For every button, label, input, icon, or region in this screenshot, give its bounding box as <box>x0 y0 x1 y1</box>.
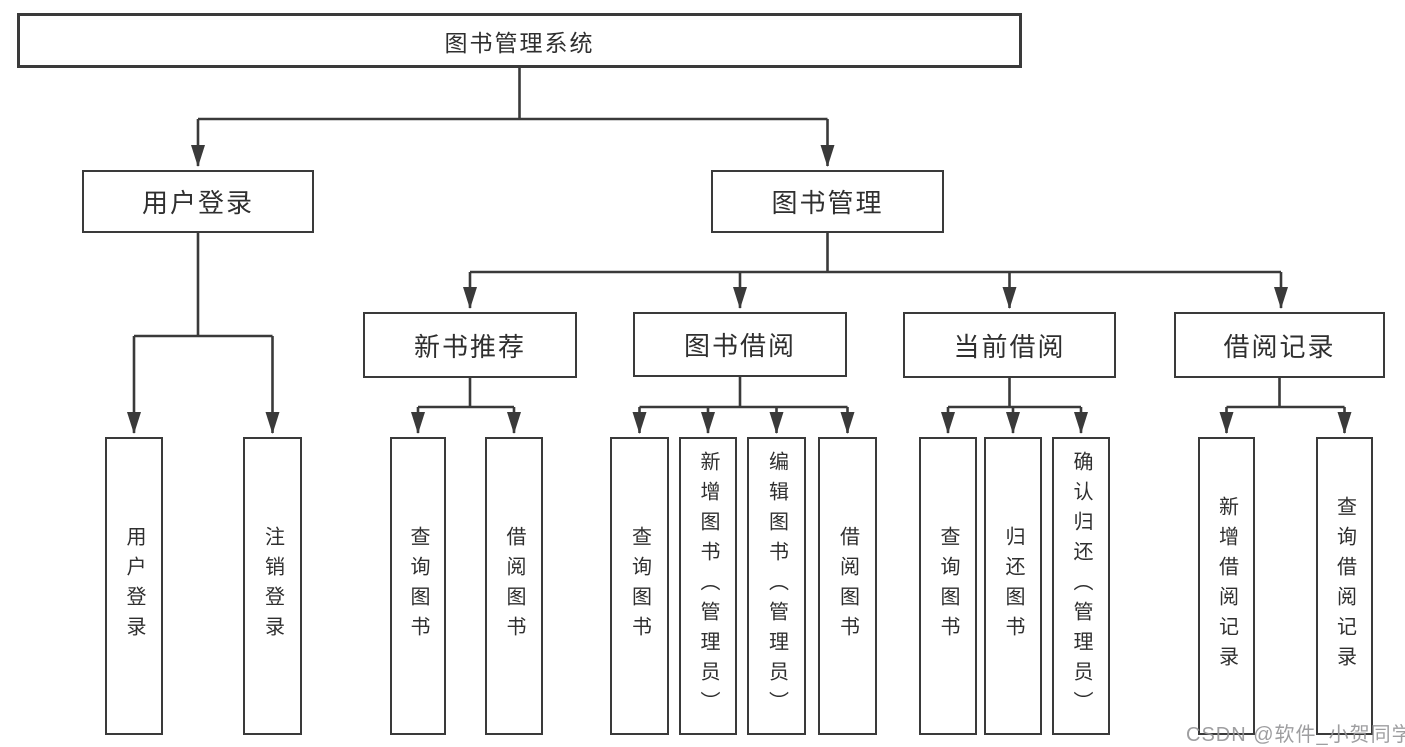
node-leaf-add-borrow-record: 新增借阅记录 <box>1198 437 1255 735</box>
node-label: 图书管理系统 <box>444 29 595 56</box>
node-label: 查询图书 <box>628 526 651 646</box>
node-leaf-logout: 注销登录 <box>243 437 302 735</box>
node-root: 图书管理系统 <box>17 13 1022 68</box>
node-label: 当前借阅 <box>953 331 1066 362</box>
node-new-book-recommendation: 新书推荐 <box>363 312 577 378</box>
node-label: 查询图书 <box>937 526 959 646</box>
node-label: 查询借阅记录 <box>1333 496 1356 676</box>
node-label: 借阅记录 <box>1223 331 1336 362</box>
node-leaf-return-book: 归还图书 <box>984 437 1042 735</box>
node-label: 确认归还（管理员） <box>1070 451 1092 721</box>
node-label: 用户登录 <box>123 526 145 646</box>
node-label: 编辑图书（管理员） <box>765 451 788 721</box>
node-book-borrowing: 图书借阅 <box>633 312 847 377</box>
node-user-login: 用户登录 <box>82 170 314 233</box>
node-leaf-user-login: 用户登录 <box>105 437 163 735</box>
node-leaf-query-books-3: 查询图书 <box>919 437 977 735</box>
node-label: 借阅图书 <box>836 526 859 646</box>
node-label: 用户登录 <box>141 188 254 218</box>
node-leaf-add-book-admin: 新增图书（管理员） <box>679 437 737 735</box>
node-leaf-confirm-return-admin: 确认归还（管理员） <box>1052 437 1110 735</box>
node-book-management: 图书管理 <box>711 170 944 233</box>
node-label: 查询图书 <box>407 526 429 646</box>
node-label: 归还图书 <box>1002 526 1024 646</box>
node-label: 新增借阅记录 <box>1215 496 1238 676</box>
node-borrowing-records: 借阅记录 <box>1174 312 1385 378</box>
node-leaf-borrow-books-1: 借阅图书 <box>485 437 543 735</box>
node-label: 新增图书（管理员） <box>697 451 719 721</box>
node-label: 借阅图书 <box>503 526 525 646</box>
node-leaf-query-books-2: 查询图书 <box>610 437 669 735</box>
watermark: CSDN @软件_小贺同学 <box>1186 724 1405 746</box>
node-leaf-query-books-1: 查询图书 <box>390 437 446 735</box>
node-current-borrowing: 当前借阅 <box>903 312 1116 378</box>
node-label: 注销登录 <box>261 526 284 646</box>
node-leaf-query-borrow-record: 查询借阅记录 <box>1316 437 1373 735</box>
node-leaf-borrow-books-2: 借阅图书 <box>818 437 877 735</box>
node-label: 图书管理 <box>771 188 884 218</box>
node-label: 图书借阅 <box>683 331 796 361</box>
node-label: 新书推荐 <box>413 331 526 362</box>
node-leaf-edit-book-admin: 编辑图书（管理员） <box>747 437 806 735</box>
